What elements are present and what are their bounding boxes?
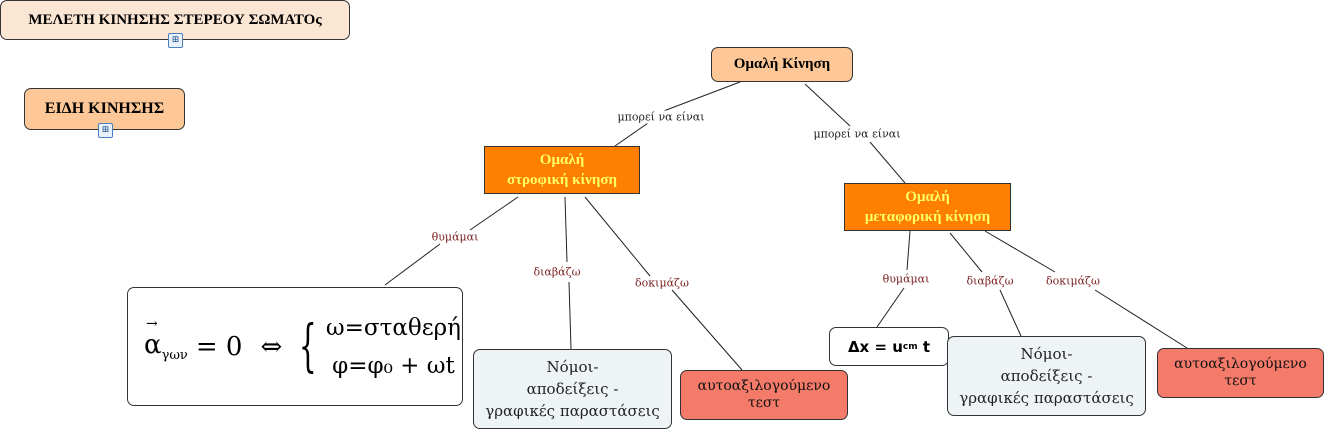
types-text: ΕΙΔΗ ΚΙΝΗΣΗΣ <box>44 100 165 117</box>
formula-text: = 0 <box>195 331 243 362</box>
node-text: αποδείξεις - <box>526 380 619 398</box>
node-text: μεταφορική κίνηση <box>864 209 991 225</box>
brace: { <box>299 313 317 379</box>
link-label: διαβάζω <box>964 274 1016 288</box>
formula-text: φ=φ₀ + ωt <box>332 352 455 379</box>
map-title-node[interactable]: ΜΕΛΕΤΗ ΚΙΝΗΣΗΣ ΣΤΕΡΕΟΥ ΣΩΜΑΤΟς <box>0 0 350 40</box>
root-node[interactable]: Ομαλή Κίνηση <box>711 47 853 82</box>
node-text: Νόμοι- <box>546 358 599 376</box>
rotational-laws-node[interactable]: Νόμοι-αποδείξεις - γραφικές παραστάσεις <box>473 349 672 429</box>
node-text: γραφικές παραστάσεις <box>485 402 660 420</box>
rotational-formula-node[interactable]: →αγων = 0 ⇔ { ω=σταθερή φ=φ₀ + ωt <box>127 287 463 406</box>
translational-node[interactable]: Ομαλή μεταφορική κίνηση <box>844 183 1011 231</box>
link-label: μπορεί να είναι <box>811 127 903 141</box>
rotational-node[interactable]: Ομαλή στροφική κίνηση <box>484 146 640 194</box>
node-text: Νόμοι- <box>1020 345 1073 363</box>
formula-text: α <box>144 329 162 360</box>
link-label: διαβάζω <box>531 265 583 279</box>
title-text: ΜΕΛΕΤΗ ΚΙΝΗΣΗΣ ΣΤΕΡΕΟΥ ΣΩΜΑΤΟς <box>28 11 322 28</box>
alpha-vector: →αγων <box>144 315 188 364</box>
link-label: θυμάμαι <box>880 272 932 286</box>
link-label: δοκιμάζω <box>633 276 691 290</box>
node-text: αυτοαξιλογούμενο <box>697 378 831 394</box>
formula-text: ω=σταθερή <box>325 314 461 341</box>
link-label: μπορεί να είναι <box>615 110 707 124</box>
node-text: τεστ <box>1224 373 1257 389</box>
node-text: στροφική κίνηση <box>506 172 618 188</box>
node-text: αυτοαξιλογούμενο <box>1174 356 1307 372</box>
formula-text: γων <box>161 348 188 364</box>
root-text: Ομαλή Κίνηση <box>733 56 831 72</box>
formula-text: Δx = u <box>847 337 903 356</box>
formula-text: t <box>917 337 931 356</box>
node-text: τεστ <box>747 395 781 411</box>
formula-text: ⇔ <box>260 331 283 362</box>
formula-text: cm <box>902 341 918 352</box>
link-label: δοκιμάζω <box>1044 274 1102 288</box>
node-text: Ομαλή <box>539 152 585 168</box>
link-label: θυμάμαι <box>429 230 481 244</box>
node-text: γραφικές παραστάσεις <box>959 389 1134 407</box>
node-text: Ομαλή <box>905 189 950 205</box>
submap-icon[interactable]: ⊞ <box>98 123 113 138</box>
node-text: αποδείξεις - <box>1000 367 1093 385</box>
translational-laws-node[interactable]: Νόμοι-αποδείξεις - γραφικές παραστάσεις <box>947 336 1146 416</box>
submap-icon[interactable]: ⊞ <box>168 33 183 48</box>
